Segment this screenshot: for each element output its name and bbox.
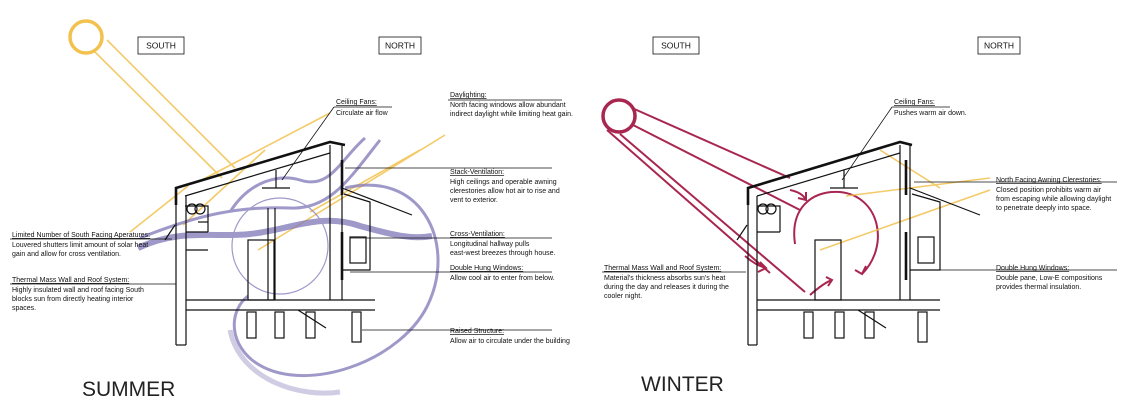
summer-raised-structure-note: Raised Structure: Allow air to circulate… <box>450 328 570 345</box>
svg-text:east-west breezes through hous: east-west breezes through house. <box>450 250 556 257</box>
svg-text:Closed position prohibits warm: Closed position prohibits warm air <box>996 187 1102 194</box>
svg-text:Allow air to circulate under t: Allow air to circulate under the buildin… <box>450 338 570 345</box>
svg-text:from escaping while allowing d: from escaping while allowing daylight <box>996 196 1111 203</box>
svg-text:Thermal Mass Wall and Roof Sys: Thermal Mass Wall and Roof System: <box>12 277 129 284</box>
svg-text:North Facing Awning Clerestori: North Facing Awning Clerestories: <box>996 177 1102 184</box>
summer-sun-rays <box>92 39 446 251</box>
summer-double-hung-note: Double Hung Windows: Allow cool air to e… <box>450 265 555 282</box>
svg-text:Longitudinal hallway pulls: Longitudinal hallway pulls <box>450 241 530 248</box>
summer-south-box <box>137 36 185 55</box>
svg-text:Cross-Ventilation:: Cross-Ventilation: <box>450 231 505 238</box>
svg-text:gain and allow for cross venti: gain and allow for cross ventilation. <box>12 251 121 258</box>
winter-leaders <box>602 106 1117 273</box>
summer-daylighting-note: Daylighting: North facing windows allow … <box>450 92 573 118</box>
svg-text:blocks sun from directly heati: blocks sun from directly heating interio… <box>12 296 134 303</box>
svg-text:High ceilings and operable awn: High ceilings and operable awning <box>450 179 557 186</box>
svg-text:provides thermal insulation.: provides thermal insulation. <box>996 284 1081 291</box>
svg-text:Thermal Mass Wall and Roof Sys: Thermal Mass Wall and Roof System: <box>604 265 721 272</box>
svg-text:Daylighting:: Daylighting: <box>450 92 487 99</box>
summer-panel: SOUTH NORTH Ceiling Fans: Circulate air … <box>10 19 573 401</box>
summer-cross-ventilation-note: Cross-Ventilation: Longitudinal hallway … <box>450 231 556 257</box>
svg-text:clerestories allow hot air to: clerestories allow hot air to rise and <box>450 188 560 195</box>
svg-text:to penetrate deeply into space: to penetrate deeply into space. <box>996 205 1092 212</box>
summer-north-box <box>378 36 422 55</box>
svg-text:Double Hung Windows:: Double Hung Windows: <box>450 265 523 272</box>
svg-text:Louvered shutters limit amount: Louvered shutters limit amount of solar … <box>12 242 148 249</box>
svg-text:Double Hung Windows:: Double Hung Windows: <box>996 265 1069 272</box>
winter-panel: SOUTH NORTH Ceiling Fans: Pushes warm ai… <box>601 36 1117 396</box>
svg-text:Raised Structure:: Raised Structure: <box>450 328 504 335</box>
winter-ceiling-fans-note: Ceiling Fans: Pushes warm air down. <box>894 99 967 117</box>
winter-house-section <box>736 140 981 346</box>
svg-text:cooler night.: cooler night. <box>604 293 642 300</box>
svg-text:spaces.: spaces. <box>12 305 36 312</box>
winter-clerestories-note: North Facing Awning Clerestories: Closed… <box>996 177 1111 212</box>
summer-ceiling-fans-note: Ceiling Fans: Circulate air flow <box>336 99 389 117</box>
svg-text:Circulate air flow: Circulate air flow <box>336 110 389 117</box>
winter-sun-rays <box>606 107 806 293</box>
svg-text:Stack-Ventilation:: Stack-Ventilation: <box>450 169 504 176</box>
svg-text:Allow cool air to enter from b: Allow cool air to enter from below. <box>450 275 555 282</box>
summer-south-apertures-note: Limited Number of South Facing Aperature… <box>12 232 150 258</box>
summer-airflow-arrows <box>136 136 440 396</box>
svg-text:Pushes warm air down.: Pushes warm air down. <box>894 110 967 117</box>
summer-sun-icon <box>68 19 104 55</box>
svg-text:vent to exterior.: vent to exterior. <box>450 197 498 204</box>
winter-south-box <box>652 36 700 55</box>
summer-house-section <box>164 140 413 346</box>
svg-text:indirect daylight while limiti: indirect daylight while limiting heat ga… <box>450 111 573 118</box>
winter-title: WINTER <box>641 373 724 396</box>
winter-south-label: SOUTH <box>661 41 691 51</box>
summer-stack-ventilation-note: Stack-Ventilation: High ceilings and ope… <box>450 169 560 204</box>
summer-north-label: NORTH <box>385 41 415 51</box>
svg-text:during the day and releases it: during the day and releases it during th… <box>604 284 729 291</box>
winter-warm-air-arrows <box>744 189 879 296</box>
winter-north-box <box>977 36 1021 55</box>
winter-thermal-mass-note: Thermal Mass Wall and Roof System: Mater… <box>604 265 729 300</box>
svg-text:Ceiling Fans:: Ceiling Fans: <box>336 99 377 106</box>
summer-south-label: SOUTH <box>146 41 176 51</box>
winter-sun-icon <box>601 98 637 134</box>
svg-text:Material's thickness absorbs s: Material's thickness absorbs sun's heat <box>604 275 725 282</box>
summer-title: SUMMER <box>82 378 175 401</box>
svg-text:North facing windows allow abu: North facing windows allow abundant <box>450 102 566 109</box>
svg-text:Ceiling Fans:: Ceiling Fans: <box>894 99 935 106</box>
svg-text:Limited Number of South Facing: Limited Number of South Facing Aperature… <box>12 232 150 239</box>
svg-text:Highly insulated wall and roof: Highly insulated wall and roof facing So… <box>12 287 144 294</box>
summer-leaders <box>10 99 562 331</box>
winter-north-label: NORTH <box>984 41 1014 51</box>
svg-text:Double pane, Low-E composition: Double pane, Low-E compositions <box>996 275 1103 282</box>
summer-thermal-mass-note: Thermal Mass Wall and Roof System: Highl… <box>12 277 144 312</box>
winter-double-hung-note: Double Hung Windows: Double pane, Low-E … <box>996 265 1103 291</box>
